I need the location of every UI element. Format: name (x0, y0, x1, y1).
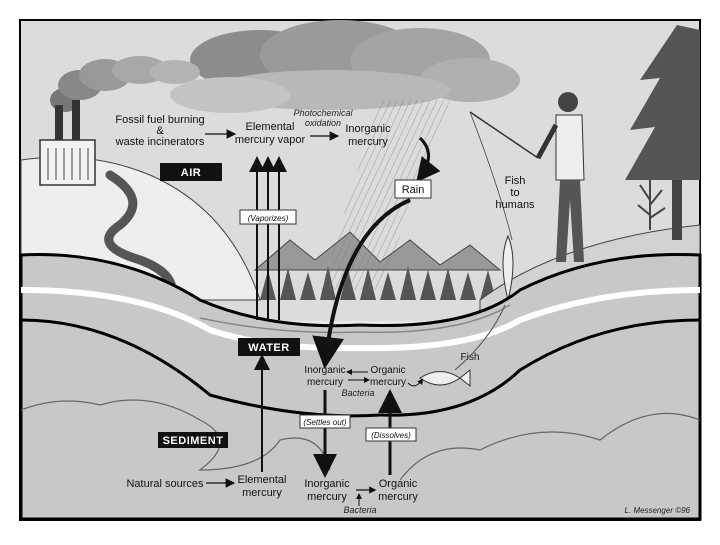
settles-label: (Settles out) (303, 418, 346, 427)
fossil-fuel-label: Fossil fuel burning & waste incinerators (115, 114, 205, 148)
fish-icon (419, 368, 471, 388)
dissolves-box (365, 427, 417, 442)
water-fish-label: Fish (461, 352, 480, 363)
svg-text:Inorganic: Inorganic (304, 365, 345, 376)
factory-icon (39, 100, 96, 186)
oxidation-label: oxidation (305, 118, 341, 128)
sediment-zone-box (158, 432, 228, 448)
sediment-inorganic-label: Inorganic mercury (304, 478, 350, 503)
sediment-texture-right (399, 412, 701, 481)
pine-tree (625, 25, 700, 240)
arrow-inorganic-to-rain (416, 136, 441, 183)
sediment-organic-label: Organic mercury (378, 478, 418, 503)
shrub (637, 180, 666, 230)
photochemical-label: Photochemical (293, 108, 353, 118)
smoke-plume (50, 56, 200, 112)
svg-text:Elemental: Elemental (246, 121, 295, 133)
svg-text:Inorganic: Inorganic (304, 478, 350, 490)
storm-cloud (170, 20, 520, 113)
svg-text:mercury: mercury (348, 136, 388, 148)
air-zone-box (160, 163, 222, 181)
svg-text:mercury: mercury (242, 487, 282, 499)
fish-to-humans-label: Fish to humans (495, 175, 535, 211)
svg-text:mercury: mercury (370, 377, 406, 388)
vaporizes-label: (Vaporizes) (248, 214, 289, 223)
svg-text:to: to (510, 187, 519, 199)
svg-text:mercury vapor: mercury vapor (235, 134, 306, 146)
svg-text:mercury: mercury (378, 491, 418, 503)
sediment-bacteria-label: Bacteria (343, 505, 376, 515)
air-inorganic-label: Inorganic mercury (345, 123, 391, 148)
dissolves-label: (Dissolves) (371, 431, 411, 440)
svg-text:Organic: Organic (370, 365, 405, 376)
arrow-organic-to-fish (407, 378, 424, 387)
path-fish-to-human (454, 304, 506, 371)
rain-streaks (320, 100, 450, 290)
water-bacteria-label: Bacteria (341, 388, 374, 398)
svg-text:Fossil fuel burning: Fossil fuel burning (115, 114, 204, 126)
svg-text:humans: humans (495, 199, 535, 211)
svg-text:Organic: Organic (379, 478, 418, 490)
svg-text:mercury: mercury (307, 491, 347, 503)
natural-sources-label: Natural sources (126, 478, 204, 490)
settles-box (299, 414, 351, 429)
artist-credit: L. Messenger ©96 (625, 506, 691, 515)
water-zone-label: WATER (248, 342, 289, 354)
svg-text:Inorganic: Inorganic (345, 123, 391, 135)
water-inorganic-label: Inorganic mercury (304, 365, 345, 388)
water-organic-label: Organic mercury (370, 365, 406, 388)
rain-box (394, 179, 432, 199)
sediment-boundary (20, 318, 701, 418)
sediment-elemental-label: Elemental mercury (238, 474, 287, 499)
vaporizes-box (239, 209, 297, 225)
air-zone-label: AIR (181, 167, 201, 179)
sediment-zone-label: SEDIMENT (163, 435, 224, 447)
mountains (253, 231, 502, 271)
svg-text:mercury: mercury (307, 377, 343, 388)
svg-text:Elemental: Elemental (238, 474, 287, 486)
svg-text:Fish: Fish (505, 175, 526, 187)
water-surface (199, 304, 511, 334)
water-highlight (20, 287, 701, 352)
svg-text:waste incinerators: waste incinerators (115, 136, 205, 148)
rain-label: Rain (402, 184, 425, 196)
elemental-vapor-label: Elemental mercury vapor (235, 121, 306, 146)
arrow-rain-to-water (312, 198, 411, 369)
svg-text:&: & (156, 125, 164, 137)
water-zone-box (238, 338, 300, 356)
fisherman (469, 92, 585, 262)
